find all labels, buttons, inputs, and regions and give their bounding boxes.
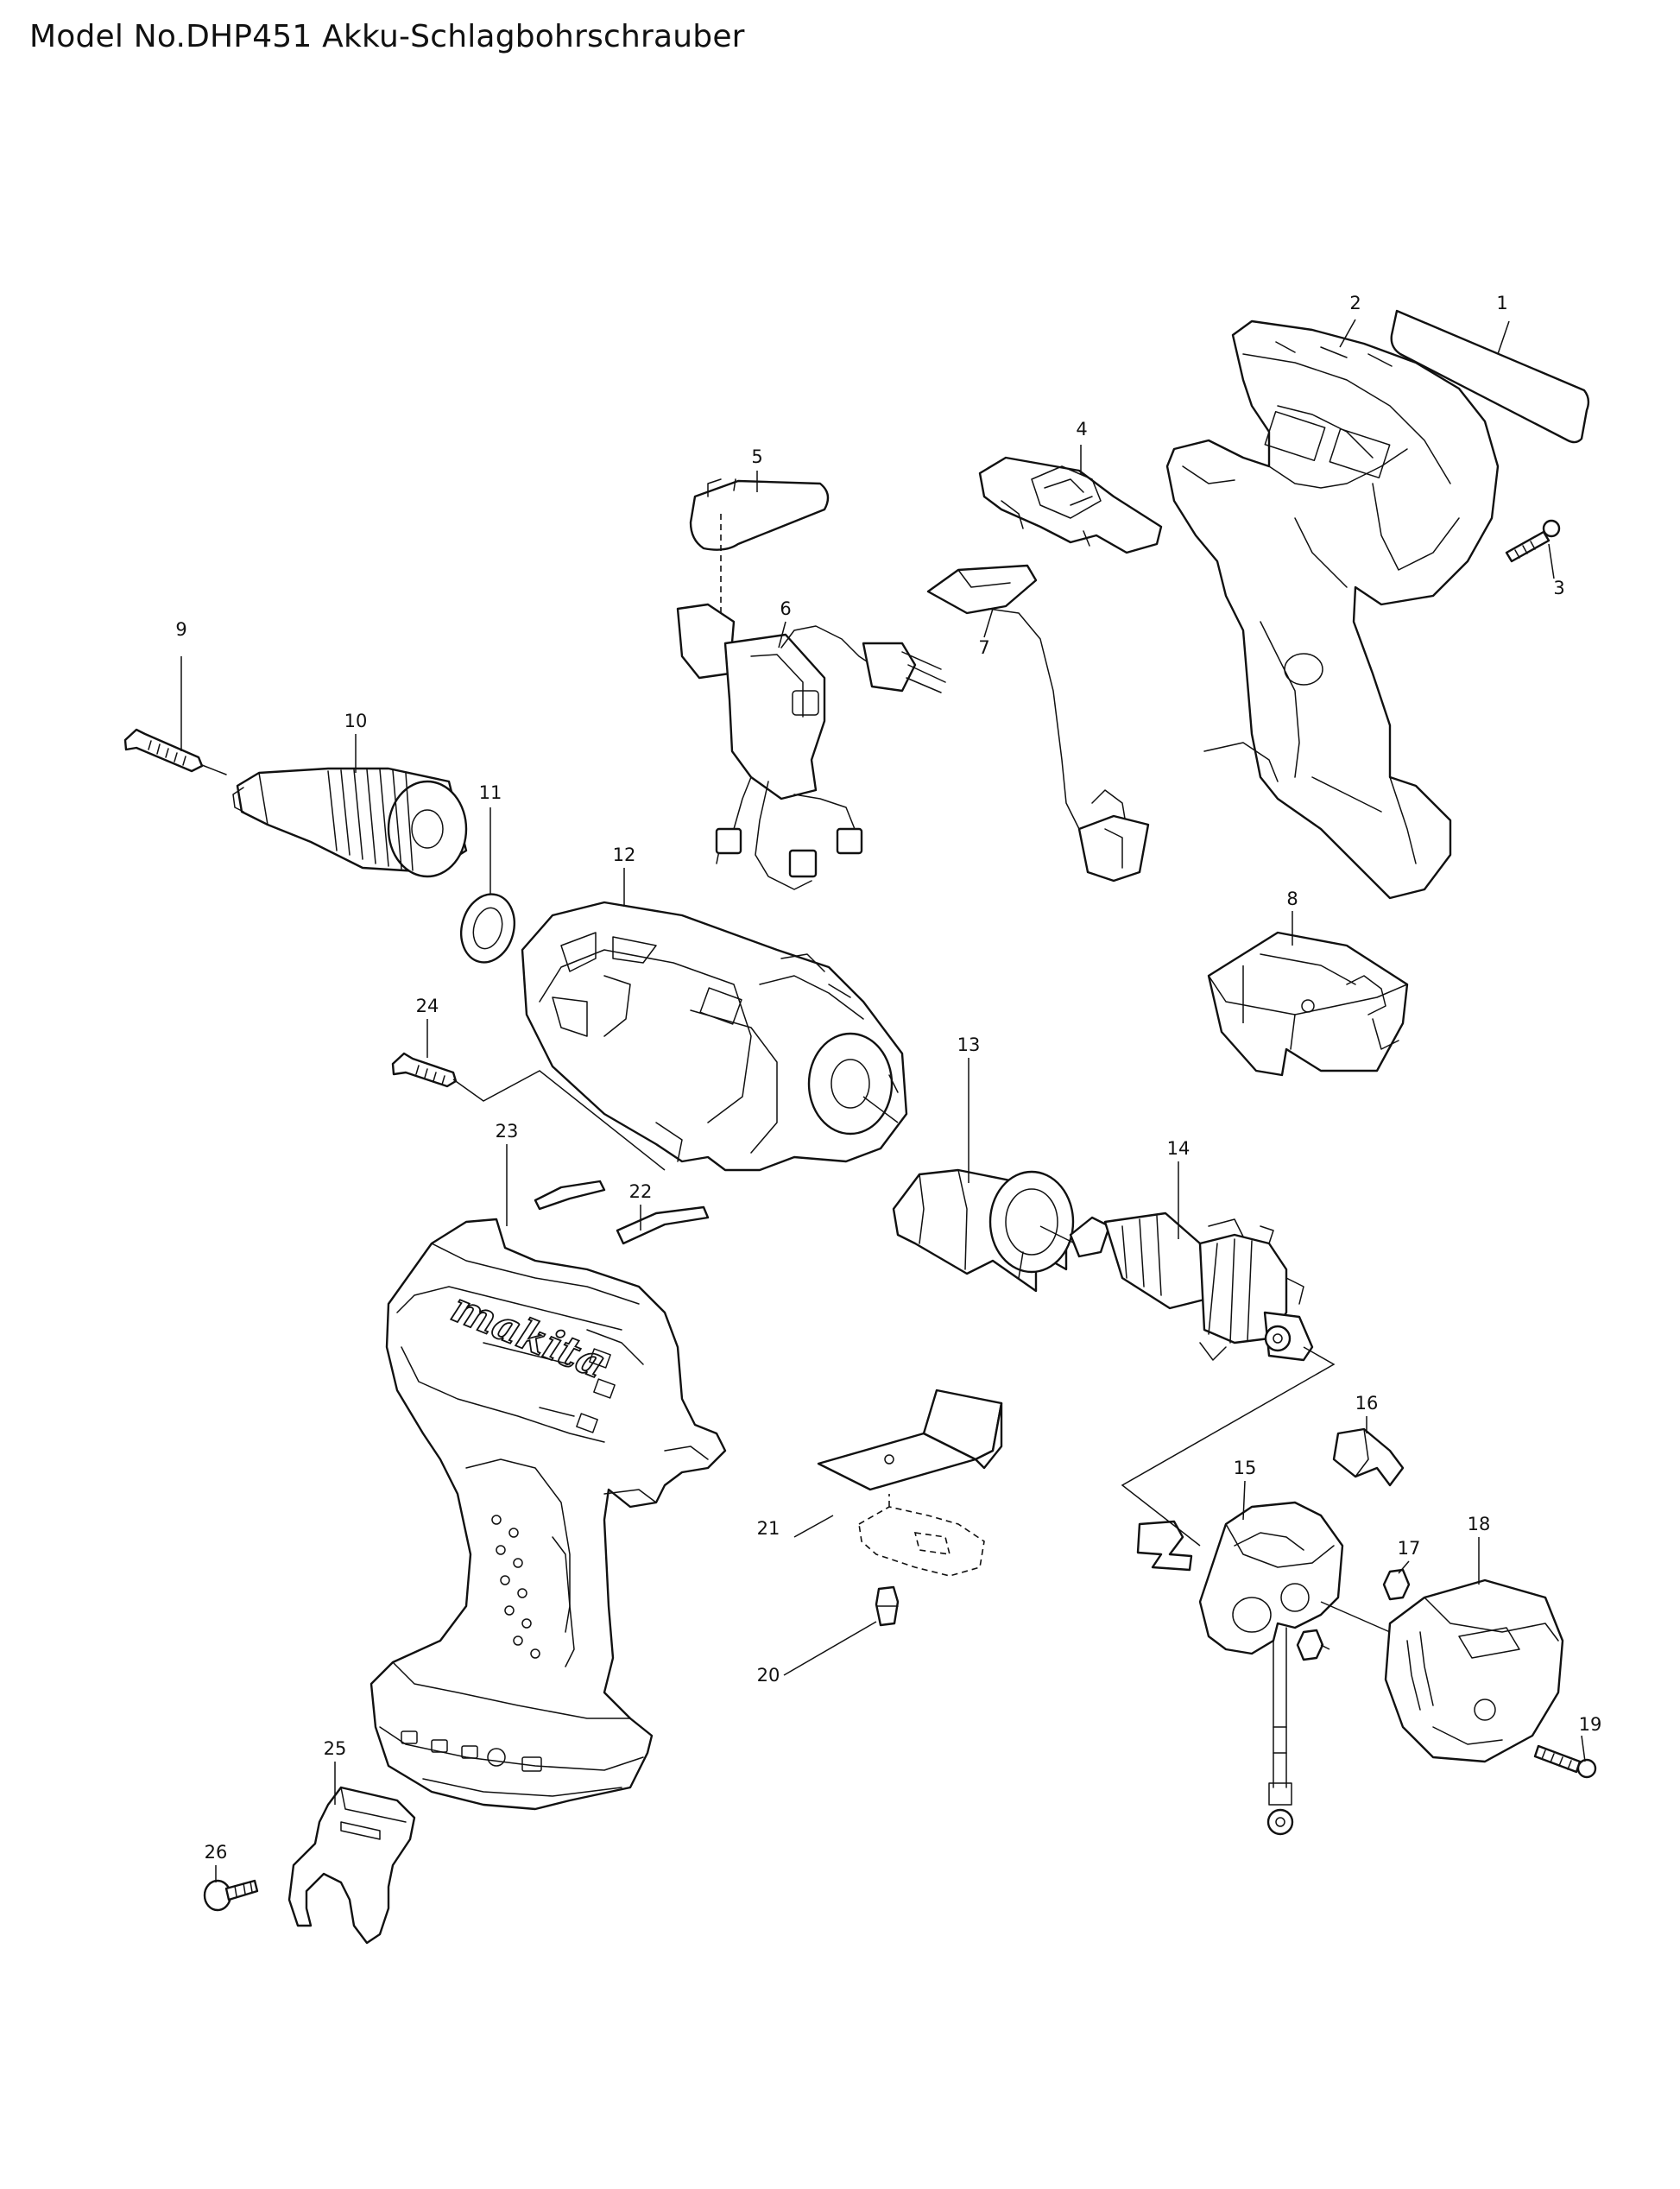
part-23-housing-front[interactable]: makita xyxy=(369,1218,727,1811)
part-15-brush-holder[interactable] xyxy=(1198,1501,1344,1836)
part-9-bolt[interactable] xyxy=(123,728,227,775)
callout-15: 15 xyxy=(1234,1458,1257,1478)
part-14-armature[interactable] xyxy=(1069,1212,1314,1362)
callout-9: 9 xyxy=(175,619,186,640)
callout-labels: 1 2 3 4 5 6 7 8 9 10 11 12 13 14 15 16 1… xyxy=(175,293,1601,1863)
callout-5: 5 xyxy=(751,446,762,467)
part-20-small-screw[interactable] xyxy=(875,1585,900,1627)
part-22-wire-clip[interactable] xyxy=(534,1180,710,1245)
callout-16: 16 xyxy=(1355,1393,1379,1414)
part-25-belt-clip[interactable] xyxy=(287,1786,416,1945)
callout-11: 11 xyxy=(479,782,502,803)
dashed-mounting-outline xyxy=(858,1494,985,1577)
diagram-title: Model No.DHP451 Akku-Schlagbohrschrauber xyxy=(29,19,745,54)
callout-13: 13 xyxy=(957,1034,981,1055)
callout-20: 20 xyxy=(757,1665,780,1686)
part-2-housing-rear[interactable] xyxy=(1165,319,1500,900)
part-5-switch-cap[interactable] xyxy=(689,478,830,617)
callout-22: 22 xyxy=(629,1181,653,1202)
part-21-bracket-plate[interactable] xyxy=(817,1389,1003,1491)
makita-logo-text: makita xyxy=(445,1283,612,1389)
part-15-bracket[interactable] xyxy=(1136,1520,1193,1572)
callout-3: 3 xyxy=(1553,578,1564,598)
part-17-carbon-brush[interactable] xyxy=(1296,1568,1411,1661)
callout-6: 6 xyxy=(780,598,791,619)
callout-8: 8 xyxy=(1286,889,1298,909)
callout-18: 18 xyxy=(1468,1514,1491,1534)
leader-lines xyxy=(180,319,1586,1882)
callout-25: 25 xyxy=(324,1738,347,1759)
part-4-switch-slide[interactable] xyxy=(978,456,1163,554)
part-18-rear-cover[interactable] xyxy=(1384,1578,1564,1763)
callout-12: 12 xyxy=(613,845,636,865)
part-16-brush-clip[interactable] xyxy=(1332,1427,1405,1487)
callout-4: 4 xyxy=(1076,419,1087,440)
callout-1: 1 xyxy=(1496,293,1507,313)
callout-10: 10 xyxy=(344,711,368,731)
callout-19: 19 xyxy=(1579,1714,1602,1735)
part-13-stator[interactable] xyxy=(892,1168,1075,1293)
callout-17: 17 xyxy=(1398,1538,1421,1559)
part-10-drill-chuck[interactable] xyxy=(232,767,468,878)
part-26-screw[interactable] xyxy=(203,1879,259,1912)
part-3-screw[interactable] xyxy=(1505,519,1561,563)
part-1-label-plate[interactable] xyxy=(1390,309,1590,444)
part-12-gear-assembly[interactable] xyxy=(521,901,908,1172)
callout-23: 23 xyxy=(496,1121,519,1142)
part-24-screw[interactable] xyxy=(391,1052,458,1088)
callout-14: 14 xyxy=(1167,1138,1191,1159)
part-8-terminal-block[interactable] xyxy=(1207,931,1409,1077)
callout-2: 2 xyxy=(1349,293,1361,313)
callout-21: 21 xyxy=(757,1518,780,1539)
part-19-screw[interactable] xyxy=(1533,1744,1597,1779)
part-7-led-wire[interactable] xyxy=(926,564,1150,883)
callout-24: 24 xyxy=(416,996,439,1016)
callout-7: 7 xyxy=(978,637,989,658)
callout-26: 26 xyxy=(205,1842,228,1863)
part-11-washer[interactable] xyxy=(454,889,522,969)
part-6-switch-assembly[interactable] xyxy=(676,603,946,890)
